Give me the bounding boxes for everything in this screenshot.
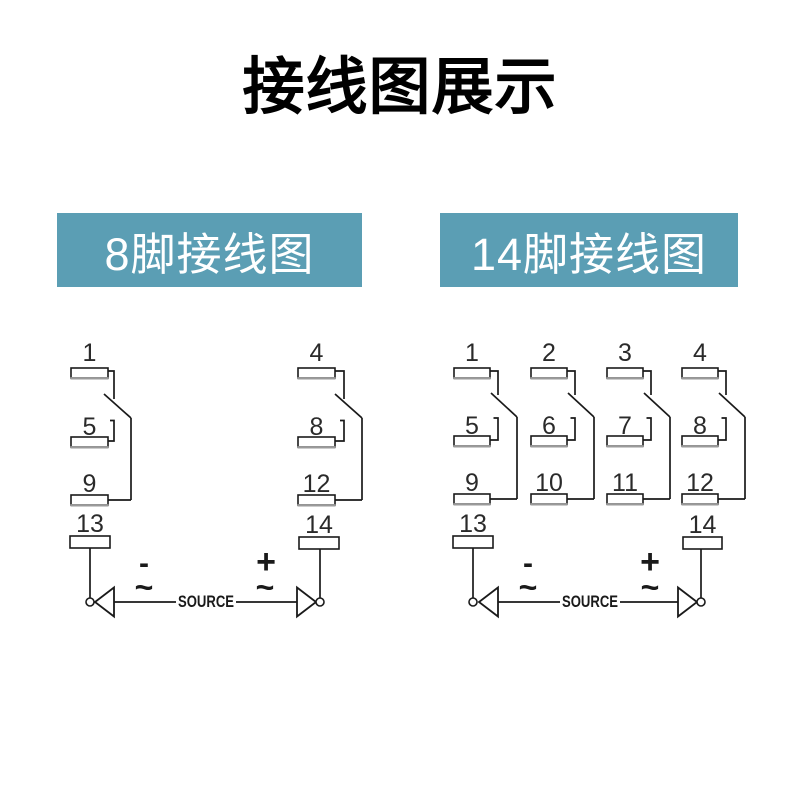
wire xyxy=(335,370,345,399)
contact-stub xyxy=(108,419,115,442)
terminal-4 xyxy=(681,367,719,379)
wire xyxy=(490,370,499,395)
pole-group-1: 1 5 9 xyxy=(453,339,518,506)
pin-label-5: 5 xyxy=(465,412,479,440)
header-14pin: 14脚接线图 xyxy=(440,213,738,287)
terminal-2 xyxy=(530,367,568,379)
pin-label-12: 12 xyxy=(303,470,331,498)
contact-stub xyxy=(718,417,727,441)
switch-blade xyxy=(643,392,671,418)
terminal-4 xyxy=(297,367,336,379)
pole-group-4: 4 8 12 xyxy=(681,339,746,506)
diagram-14pin: 1 5 9 2 6 10 xyxy=(452,339,746,619)
terminal-14 xyxy=(682,536,723,550)
source-node-negative xyxy=(468,597,478,607)
source-node-positive xyxy=(315,597,325,607)
contact-stub xyxy=(335,419,345,442)
terminal-9 xyxy=(70,494,109,506)
pin-label-4: 4 xyxy=(310,339,324,367)
pin-label-14: 14 xyxy=(305,511,333,539)
terminal-5 xyxy=(453,435,491,447)
polarity-minus: - xyxy=(523,547,533,580)
wire xyxy=(643,370,652,395)
pin-label-7: 7 xyxy=(618,412,632,440)
arrow-left-icon xyxy=(477,585,499,619)
source-row: 13 SOURCE 14 - ~ + ~ xyxy=(69,510,340,619)
pin-label-8: 8 xyxy=(310,413,324,441)
terminal-12 xyxy=(297,494,336,506)
contact-stub xyxy=(643,417,652,441)
source-node-positive xyxy=(696,597,706,607)
contact-stub xyxy=(567,417,576,441)
terminal-9 xyxy=(453,493,491,505)
source-node-negative xyxy=(85,597,95,607)
pin-label-11: 11 xyxy=(612,469,638,497)
terminal-8 xyxy=(297,436,336,448)
terminal-10 xyxy=(530,493,568,505)
source-label: SOURCE xyxy=(562,592,618,611)
page-title: 接线图展示 xyxy=(242,53,558,122)
polarity-minus: - xyxy=(139,547,149,580)
header-14pin-label: 14脚接线图 xyxy=(470,228,708,280)
ac-tilde-left: ~ xyxy=(135,569,154,605)
ac-tilde-right: ~ xyxy=(641,569,660,605)
terminal-14 xyxy=(298,536,340,550)
terminal-6 xyxy=(530,435,568,447)
wire xyxy=(108,370,115,399)
pole-group-3: 3 7 11 xyxy=(606,339,671,506)
source-label: SOURCE xyxy=(178,592,234,611)
switch-blade xyxy=(567,392,595,418)
switch-blade xyxy=(103,393,132,419)
header-8pin-label: 8脚接线图 xyxy=(104,228,315,280)
source-row: 13 SOURCE 14 - ~ + ~ xyxy=(452,510,723,619)
polarity-plus: + xyxy=(256,543,276,581)
terminal-3 xyxy=(606,367,644,379)
pin-label-1: 1 xyxy=(83,339,97,367)
pole-group-a: 1 5 9 xyxy=(70,339,132,507)
terminal-8 xyxy=(681,435,719,447)
pin-label-5: 5 xyxy=(83,413,97,441)
terminal-11 xyxy=(606,493,644,505)
pin-label-8: 8 xyxy=(693,412,707,440)
pin-label-9: 9 xyxy=(83,470,97,498)
switch-blade xyxy=(334,393,363,419)
arrow-left-icon xyxy=(93,585,115,619)
terminal-5 xyxy=(70,436,109,448)
terminal-13 xyxy=(69,535,111,549)
polarity-plus: + xyxy=(640,543,660,581)
pin-label-14: 14 xyxy=(689,511,717,539)
arrow-right-icon xyxy=(677,585,699,619)
ac-tilde-left: ~ xyxy=(519,569,538,605)
pin-label-13: 13 xyxy=(76,510,104,538)
pin-label-13: 13 xyxy=(459,510,487,538)
switch-blade xyxy=(718,392,746,418)
contact-stub xyxy=(490,417,499,441)
ac-tilde-right: ~ xyxy=(256,569,275,605)
pin-label-6: 6 xyxy=(542,412,556,440)
pin-label-1: 1 xyxy=(465,339,479,367)
pole-group-b: 4 8 12 xyxy=(297,339,363,507)
wire xyxy=(718,370,727,395)
pin-label-9: 9 xyxy=(465,469,479,497)
header-8pin: 8脚接线图 xyxy=(57,213,362,287)
pin-label-3: 3 xyxy=(618,339,632,367)
pole-group-2: 2 6 10 xyxy=(530,339,595,506)
wire xyxy=(567,370,576,395)
switch-blade xyxy=(490,392,518,418)
arrow-right-icon xyxy=(296,585,318,619)
pin-label-4: 4 xyxy=(693,339,707,367)
pin-label-10: 10 xyxy=(535,469,563,497)
terminal-12 xyxy=(681,493,719,505)
pin-label-12: 12 xyxy=(686,469,714,497)
pin-label-2: 2 xyxy=(542,339,556,367)
terminal-7 xyxy=(606,435,644,447)
terminal-1 xyxy=(453,367,491,379)
terminal-13 xyxy=(452,535,494,549)
diagram-8pin: 1 5 9 4 8 12 xyxy=(69,339,363,619)
terminal-1 xyxy=(70,367,109,379)
